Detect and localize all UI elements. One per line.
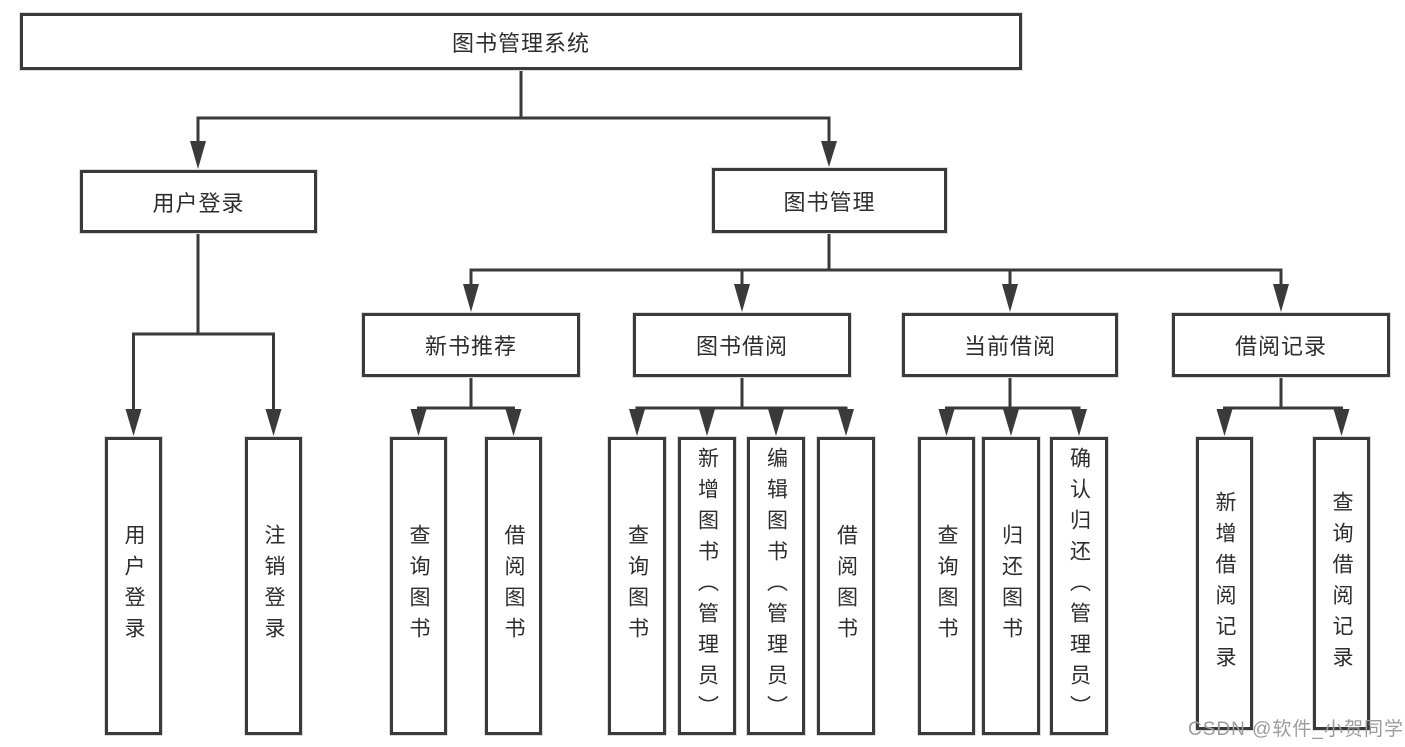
leaf-logout: 注销登录 xyxy=(245,437,302,735)
node-borrow-record-label: 借阅记录 xyxy=(1234,334,1327,359)
node-new-book-recommend: 新书推荐 xyxy=(362,313,580,377)
csdn-watermark: CSDN @软件_小贺同学 xyxy=(1188,719,1404,740)
leaf-record-query-record-label: 查询借阅记录 xyxy=(1330,490,1353,677)
node-book-management: 图书管理 xyxy=(712,168,947,233)
leaf-borrow-query-book-label: 查询图书 xyxy=(625,524,649,648)
leaf-current-query-book-label: 查询图书 xyxy=(935,524,958,648)
node-user-login: 用户登录 xyxy=(80,170,317,233)
leaf-borrow-edit-book-label: 编辑图书（管理员） xyxy=(764,446,788,726)
leaf-recommend-borrow-book: 借阅图书 xyxy=(485,437,542,735)
leaf-logout-label: 注销登录 xyxy=(262,524,285,648)
leaf-user-login: 用户登录 xyxy=(105,437,162,735)
leaf-borrow-borrow-book: 借阅图书 xyxy=(817,437,875,735)
leaf-current-confirm-return: 确认归还（管理员） xyxy=(1050,437,1108,735)
leaf-current-confirm-return-label: 确认归还（管理员） xyxy=(1067,446,1091,726)
leaf-record-add-record: 新增借阅记录 xyxy=(1196,437,1253,730)
node-new-book-recommend-label: 新书推荐 xyxy=(424,334,517,359)
node-current-borrow: 当前借阅 xyxy=(902,313,1118,377)
leaf-recommend-borrow-book-label: 借阅图书 xyxy=(502,524,525,648)
leaf-borrow-add-book: 新增图书（管理员） xyxy=(678,437,736,735)
leaf-borrow-borrow-book-label: 借阅图书 xyxy=(834,524,858,648)
leaf-user-login-label: 用户登录 xyxy=(122,524,145,648)
node-current-borrow-label: 当前借阅 xyxy=(963,334,1056,359)
node-root-system: 图书管理系统 xyxy=(20,13,1022,70)
node-user-login-label: 用户登录 xyxy=(152,190,245,216)
leaf-current-query-book: 查询图书 xyxy=(918,437,975,735)
node-borrow-record: 借阅记录 xyxy=(1172,313,1390,377)
node-root-system-label: 图书管理系统 xyxy=(451,30,590,56)
node-book-borrow-label: 图书借阅 xyxy=(695,334,788,359)
node-book-borrow: 图书借阅 xyxy=(633,313,851,377)
leaf-record-query-record: 查询借阅记录 xyxy=(1313,437,1370,730)
leaf-borrow-edit-book: 编辑图书（管理员） xyxy=(747,437,805,735)
leaf-record-add-record-label: 新增借阅记录 xyxy=(1213,490,1236,677)
leaf-current-return-book-label: 归还图书 xyxy=(999,524,1023,648)
leaf-borrow-query-book: 查询图书 xyxy=(608,437,666,735)
leaf-recommend-query-book-label: 查询图书 xyxy=(407,524,430,648)
leaf-recommend-query-book: 查询图书 xyxy=(390,437,447,735)
leaf-borrow-add-book-label: 新增图书（管理员） xyxy=(695,446,719,726)
leaf-current-return-book: 归还图书 xyxy=(982,437,1040,735)
node-book-management-label: 图书管理 xyxy=(783,189,876,215)
